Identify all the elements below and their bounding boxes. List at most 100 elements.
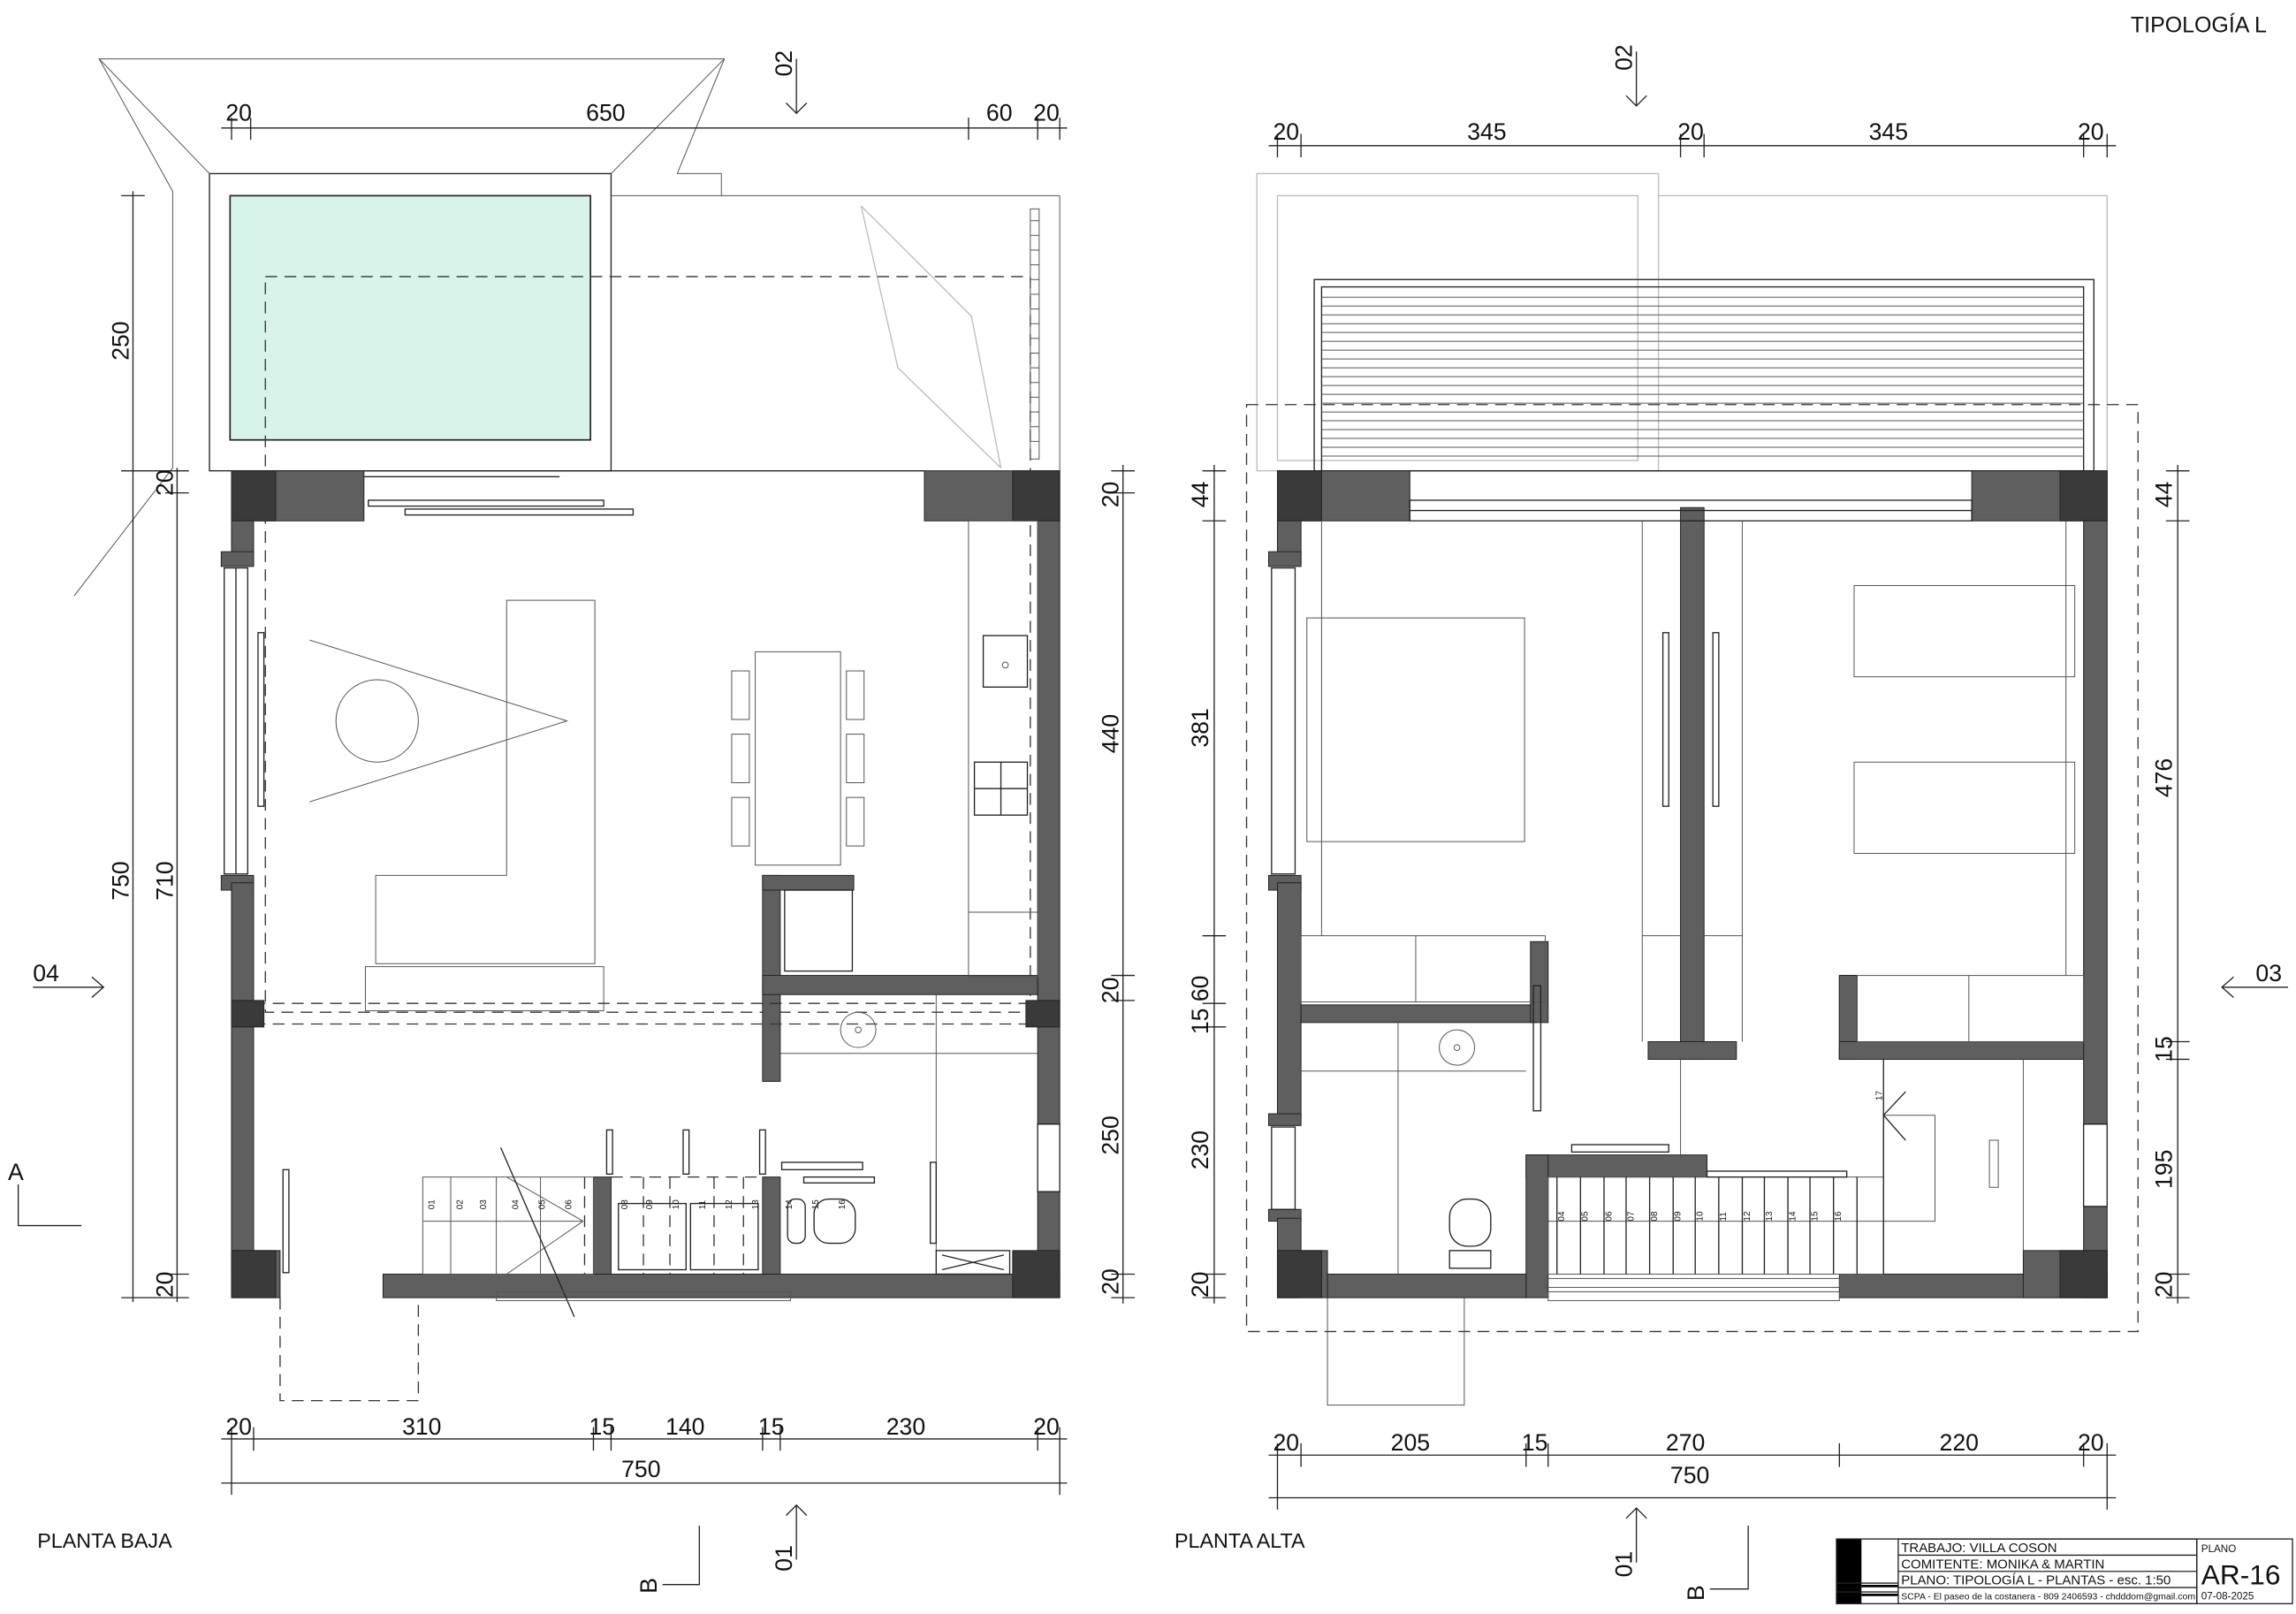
dim-label: 230 [886,1413,925,1440]
step-number: 09 [1674,1211,1684,1222]
dim-label: 381 [1187,708,1213,747]
title-plano-label: PLANO [2201,1543,2236,1555]
step-number: 08 [620,1199,630,1210]
title-block: TRABAJO: VILLA COSON COMITENTE: MONIKA &… [1836,1538,2293,1605]
step-number: 07 [1626,1211,1636,1222]
dim-label: 20 [151,1271,178,1298]
section-mark-a: A [8,1159,24,1185]
walls-planta-baja [220,470,1061,1298]
step-number: 05 [1581,1211,1591,1222]
step-number: 10 [1696,1211,1706,1222]
step-number: 16 [838,1199,848,1210]
title-trabajo: TRABAJO: VILLA COSON [1901,1541,2057,1556]
pool [229,194,591,441]
bathroom-planta-baja [779,994,1038,1275]
dim-label: 20 [1033,1413,1060,1440]
dim-label: 44 [2151,481,2178,507]
dim-label: 195 [2151,1150,2178,1189]
section-mark-04: 04 [33,960,59,986]
step-number: 14 [1788,1211,1798,1222]
step-number: 15 [1810,1211,1820,1222]
stairs-planta-alta: 04 05 06 07 08 09 10 11 12 13 14 15 16 1… [1544,1059,2024,1301]
dim-label: 20 [1098,1268,1124,1295]
dim-label: 710 [151,861,178,900]
dim-label: 20 [1677,118,1704,145]
dim-label: 20 [2078,1429,2104,1456]
step-number: 06 [1604,1211,1614,1222]
sheet-number: AR-16 [2201,1559,2281,1591]
dim-label: 440 [1098,714,1124,753]
plan-label-planta-baja: PLANTA BAJA [37,1529,172,1552]
step-number: 16 [1834,1211,1844,1222]
dimensions-left-pa: 44 381 15 60 230 20 [1187,464,1227,1304]
section-mark-b: B [1683,1585,1709,1601]
title-plano: PLANO: TIPOLOGÍA L - PLANTAS - esc. 1:50 [1901,1573,2171,1588]
dim-label: 345 [1869,118,1908,145]
title-comitente: COMITENTE: MONIKA & MARTIN [1901,1557,2104,1572]
dim-label: 20 [1098,482,1124,508]
section-marks-pb: 02 01 04 A B [8,50,808,1594]
dim-label: 44 [1187,481,1213,507]
section-mark-02: 02 [1611,44,1638,71]
walls-planta-alta [1267,470,2108,1298]
dim-label: 270 [1666,1429,1705,1456]
step-number: 12 [725,1199,734,1210]
dim-label: 220 [1940,1429,1979,1456]
roof-slats [1313,278,2095,472]
dimensions-right-pb: 20 440 20 250 20 [1098,464,1136,1304]
step-number: 11 [698,1199,708,1209]
dim-label: 20 [1098,978,1124,1004]
dim-label: 20 [1187,1271,1213,1298]
plan-label-planta-alta: PLANTA ALTA [1175,1529,1305,1552]
dim-label: 345 [1467,118,1506,145]
section-marks-pa: 02 01 03 B [1611,44,2289,1601]
dim-label: 60 [986,99,1013,126]
living-furniture [309,599,865,1012]
dim-total: 750 [621,1456,660,1482]
step-number: 06 [565,1199,574,1210]
step-number: 04 [1557,1211,1567,1222]
dim-label: 310 [402,1413,441,1440]
section-mark-01: 01 [771,1545,797,1572]
dimensions-bottom-pa: 20 205 15 270 220 20 750 [1268,1429,2117,1510]
dim-label: 140 [665,1413,704,1440]
dimensions-top-pa: 20 345 20 345 20 [1268,118,2117,158]
dim-label: 15 [589,1413,615,1440]
stairs-planta-baja: 01 02 03 04 05 06 08 09 10 11 12 13 14 1… [422,1129,848,1318]
dim-label: 15 [2151,1036,2178,1062]
dimensions-top-pb: 20 650 60 20 [221,99,1068,141]
step-number: 13 [1765,1211,1775,1222]
sheet-date: 07-08-2025 [2201,1590,2254,1602]
pergola-slats [1030,208,1040,460]
dim-label: 205 [1391,1429,1430,1456]
step-number: 11 [1719,1212,1729,1222]
dimensions-bottom-pb: 20 310 15 140 15 230 20 750 [221,1413,1068,1496]
step-number: 09 [645,1199,655,1210]
step-number: 04 [512,1199,521,1210]
dim-label: 476 [2151,758,2178,797]
dim-label: 20 [2078,118,2104,145]
dim-label: 15 [758,1413,785,1440]
dim-label: 20 [151,469,178,496]
step-number: 13 [751,1199,761,1210]
bathroom-planta-alta [1301,985,1682,1275]
step-number: 01 [428,1199,437,1210]
bedroom-furniture [1300,521,2085,1042]
dim-label: 15 60 [1187,976,1213,1035]
dimensions-right-pa: 44 476 15 195 20 [2151,464,2190,1304]
step-number: 15 [811,1199,821,1210]
planta-baja-plan: 01 02 03 04 05 06 08 09 10 11 12 13 14 1… [8,50,1136,1594]
section-mark-01: 01 [1611,1551,1638,1578]
dim-label: 20 [1033,99,1060,126]
typology-title: TIPOLOGÍA L [2131,12,2267,38]
dim-label: 250 [107,321,133,360]
dimensions-left-pb: 250 20 750 710 20 [107,191,189,1303]
kitchen [784,520,1038,978]
dim-label: 230 [1187,1131,1213,1169]
step-number: 17 [1875,1091,1885,1101]
section-mark-b: B [635,1578,662,1594]
step-number: 12 [1743,1211,1752,1222]
step-number: 10 [672,1199,681,1210]
dim-label: 20 [2151,1271,2178,1298]
section-mark-02: 02 [771,50,797,77]
